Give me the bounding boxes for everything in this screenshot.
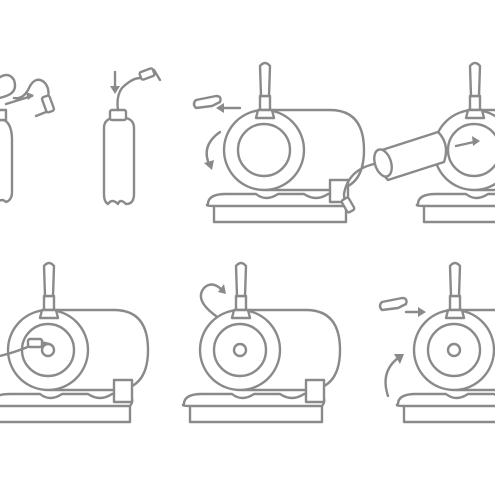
step-1-bottle xyxy=(0,73,56,204)
arrow-icon xyxy=(404,307,426,317)
tube-connector-icon xyxy=(34,94,56,118)
arrow-icon xyxy=(4,92,34,106)
step-6-machine xyxy=(181,261,342,424)
keg-icon xyxy=(340,130,448,214)
arrow-icon xyxy=(216,103,242,113)
curved-arrow-icon xyxy=(204,130,222,170)
curved-arrow-icon xyxy=(199,283,226,318)
tap-handle-icon xyxy=(378,296,408,312)
arrow-icon xyxy=(110,70,120,94)
step-7-machine xyxy=(395,261,495,424)
tap-handle-icon xyxy=(192,94,222,110)
step-5-machine xyxy=(0,261,150,424)
arrow-icon xyxy=(454,136,480,148)
tube-connector-icon xyxy=(138,67,162,82)
curved-arrow-icon xyxy=(384,354,404,398)
tube-connector-icon xyxy=(0,337,50,358)
step-3-machine xyxy=(205,61,366,224)
step-2-keg xyxy=(102,67,162,206)
